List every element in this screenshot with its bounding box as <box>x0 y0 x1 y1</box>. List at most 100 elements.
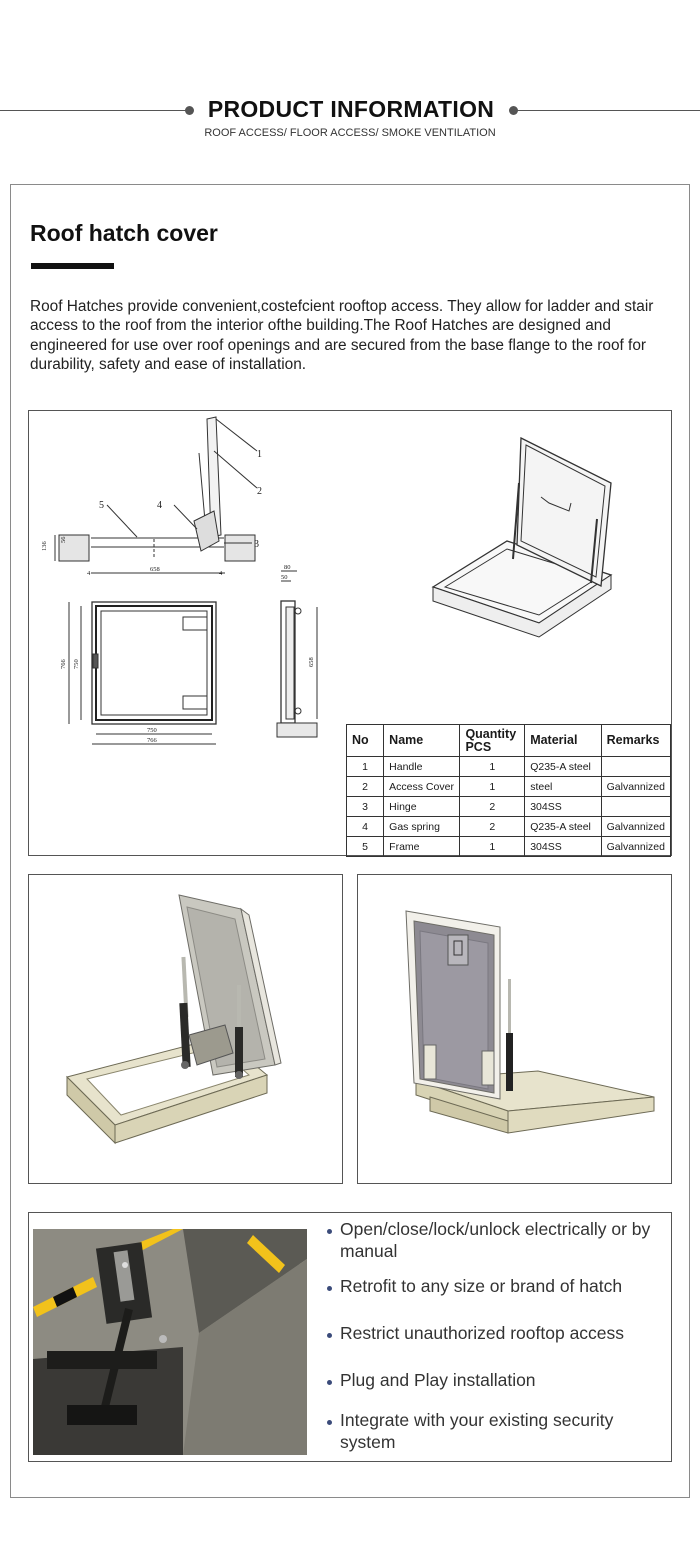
table-row: 1 Handle 1 Q235-A steel <box>345 756 672 777</box>
cell-name: Hinge <box>383 796 461 817</box>
table-row: 2 Access Cover 1 steel Galvannized <box>345 776 672 797</box>
cell-remarks: Galvannized <box>600 816 672 837</box>
cell-qty: 1 <box>459 776 526 797</box>
dim-766-horizontal: 766 <box>147 737 158 744</box>
section-wall-right <box>224 534 256 562</box>
dim-750-vertical: 750 <box>73 659 80 669</box>
cell-name: Handle <box>383 756 461 777</box>
leader-1 <box>215 418 258 452</box>
cell-qty: 1 <box>459 836 526 857</box>
cell-no: 5 <box>345 836 385 857</box>
callout-3: 3 <box>254 539 259 550</box>
cell-remarks: Galvannized <box>600 776 672 797</box>
dim-4-right: 4 <box>219 570 223 577</box>
dim-136: 136 <box>41 541 48 552</box>
cell-qty: 2 <box>459 816 526 837</box>
callout-5: 5 <box>99 500 104 511</box>
page-title: PRODUCT INFORMATION <box>207 96 495 122</box>
header-rule-right <box>512 110 700 111</box>
hatch-render-hinge-side <box>66 894 282 1145</box>
list-item: Plug and Play installation <box>327 1369 667 1391</box>
list-item: Open/close/lock/unlock electrically or b… <box>327 1218 667 1262</box>
callout-2: 2 <box>257 486 262 497</box>
cell-no: 2 <box>345 776 385 797</box>
section-wall-left <box>58 534 90 562</box>
header-dot-left <box>185 106 194 115</box>
section-gas-spring <box>198 452 206 522</box>
dim-4-left: 4 <box>87 570 91 577</box>
cell-remarks <box>600 756 672 777</box>
dim-766-vertical: 766 <box>60 659 67 670</box>
product-render-right <box>357 874 672 1184</box>
plan-cover <box>100 610 208 716</box>
iso-frame-sides <box>432 574 612 638</box>
dim-658-vertical: 658 <box>308 657 315 667</box>
leader-5 <box>106 504 138 538</box>
electric-lock-photo <box>33 1229 307 1455</box>
plan-handle <box>92 653 99 669</box>
leader-4 <box>173 504 198 530</box>
table-row: 5 Frame 1 304SS Galvannized <box>345 836 672 857</box>
header-rule-left <box>0 110 186 111</box>
cell-name: Frame <box>383 836 461 857</box>
iso-open-lid <box>516 436 612 587</box>
cell-qty: 1 <box>459 756 526 777</box>
iso-gas-spring-left <box>512 482 520 560</box>
cell-name: Gas spring <box>383 816 461 837</box>
cell-material: 304SS <box>524 836 602 857</box>
iso-gas-spring-right <box>590 518 598 584</box>
section-title-underline <box>31 263 114 269</box>
cell-material: 304SS <box>524 796 602 817</box>
list-item: Integrate with your existing security sy… <box>327 1409 667 1453</box>
features-panel: Open/close/lock/unlock electrically or b… <box>28 1212 672 1462</box>
leader-2 <box>213 450 258 489</box>
list-item: Retrofit to any size or brand of hatch <box>327 1275 667 1297</box>
hatch-render-front <box>405 910 655 1134</box>
dim-750-horizontal: 750 <box>147 727 157 734</box>
product-render-left <box>28 874 343 1184</box>
cell-remarks: Galvannized <box>600 836 672 857</box>
cell-material: steel <box>524 776 602 797</box>
cell-no: 4 <box>345 816 385 837</box>
dim-658: 658 <box>150 566 160 573</box>
col-material-header: Material <box>524 724 602 757</box>
section-open-lid <box>206 416 222 538</box>
col-qty-header-line2: PCS <box>465 739 492 754</box>
product-card <box>10 184 690 1498</box>
col-name-header: Name <box>383 724 461 757</box>
cell-material: Q235-A steel <box>524 816 602 837</box>
table-row: 4 Gas spring 2 Q235-A steel Galvannized <box>345 816 672 837</box>
elevation-bolt-bottom <box>294 707 302 715</box>
cell-qty: 2 <box>459 796 526 817</box>
section-title: Roof hatch cover <box>30 220 218 246</box>
elevation-base <box>276 722 318 738</box>
section-intro: Roof Hatches provide convenient,costefci… <box>30 298 654 373</box>
elevation-bolt-top <box>294 607 302 615</box>
col-qty-header-line1: Quantity <box>465 726 517 741</box>
callout-1: 1 <box>257 449 262 460</box>
iso-lid-handle <box>540 496 572 512</box>
plan-hinge-bottom <box>182 695 208 710</box>
table-row: 3 Hinge 2 304SS <box>345 796 672 817</box>
col-remarks-header: Remarks <box>600 724 672 757</box>
callout-4: 4 <box>157 500 162 511</box>
list-item: Restrict unauthorized rooftop access <box>327 1322 667 1344</box>
cell-material: Q235-A steel <box>524 756 602 777</box>
dim-80: 80 <box>284 564 291 571</box>
cell-no: 1 <box>345 756 385 777</box>
cell-no: 3 <box>345 796 385 817</box>
plan-hinge-top <box>182 616 208 631</box>
feature-list: Open/close/lock/unlock electrically or b… <box>327 1218 667 1453</box>
cell-name: Access Cover <box>383 776 461 797</box>
dim-56: 56 <box>60 536 67 543</box>
cell-remarks <box>600 796 672 817</box>
technical-drawing: 1 2 3 4 5 136 56 658 4 4 766 750 750 766… <box>41 416 613 745</box>
page-subtitle: ROOF ACCESS/ FLOOR ACCESS/ SMOKE VENTILA… <box>204 127 496 139</box>
section-hinge <box>193 510 220 552</box>
iso-lid-inner <box>520 444 606 578</box>
elevation-cover <box>285 606 295 720</box>
col-no-header: No <box>345 724 385 757</box>
